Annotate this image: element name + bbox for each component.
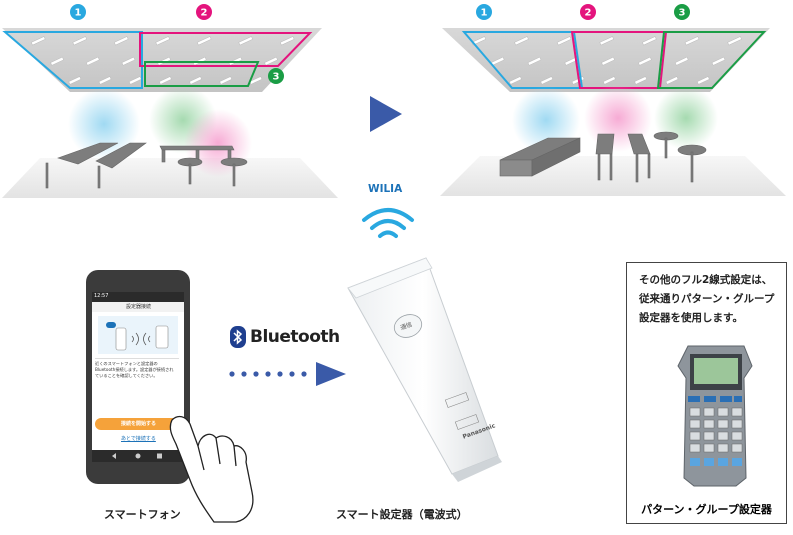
phone-cancel-link[interactable]: あとで接続する [121,436,156,442]
phone-connect-button[interactable] [95,418,179,430]
bluetooth-label: Bluetooth [250,327,340,347]
right-room: 1 2 3 [440,4,786,196]
ceiling-light-panel [696,76,710,85]
ceiling-light-panel [509,76,522,85]
bluetooth-icon [230,326,246,348]
ceiling-light-panel [471,36,487,46]
left-floor [2,158,338,198]
left-ceiling-lights [30,36,295,85]
ceiling-light-panel [638,56,652,66]
zone-marker-1 [476,4,492,20]
zone-marker-3-label: 3 [273,72,280,83]
right-floor [440,156,786,196]
caption-smartphone: スマートフォン [104,508,181,521]
ceiling-light-panel [514,36,529,46]
note-line-3: 設定器を使用します。 [639,312,743,324]
ceiling-light-panel [196,36,212,46]
ceiling-light-panel [68,76,82,85]
device-comm-button[interactable] [391,311,425,341]
ceiling-light-panel [128,76,142,85]
ceiling-light-panel [155,36,171,46]
note-line-2: 従来通りパターン・グループ [639,293,775,305]
zone-marker-2-label: 2 [201,8,208,19]
ceiling-light-panel [527,56,542,66]
left-zone-1-outline [2,31,143,89]
ceiling-light-panel [642,36,657,46]
zone-marker-1-label: 1 [75,8,82,19]
pattern-group-setter-device [677,345,753,487]
ceiling-light-panel [50,56,64,66]
transition-arrow [370,96,402,132]
right-ceiling-lights [471,36,742,85]
dotted-arrow [229,362,346,386]
ceiling-light-panel [634,76,648,85]
ceiling-light-panel [602,76,616,85]
zone-marker-3 [268,68,284,84]
left-blue-light [68,88,140,160]
right-green-light [654,86,718,150]
ceiling-light-panel [556,36,572,46]
left-furniture [45,142,248,189]
zone-marker-2-label: 2 [585,8,592,19]
ceiling-light-panel [113,36,129,46]
bluetooth-logo: Bluetooth [230,326,340,348]
ceiling-light-panel [158,76,172,85]
ceiling-light-panel [540,76,554,85]
ceiling-light-panel [264,56,278,66]
ceiling-light-panel [279,36,295,46]
left-zone-3-outline [144,61,260,87]
ceiling-light-panel [665,76,679,85]
ceiling-light-panel [98,76,112,85]
smartphone [86,270,190,484]
ceiling-light-panel [121,56,136,66]
left-room: 1 2 3 [2,4,338,198]
note-line-1: その他のフル2線式設定は、 [639,274,773,286]
zone-marker-3 [674,4,690,20]
ceiling-light-panel [238,36,254,46]
ceiling-light-panel [711,56,726,66]
ceiling-light-panel [249,76,263,85]
wireless-waves-icon [362,208,414,238]
wilia-label: WILIA [368,183,403,195]
ceiling-light-panel [85,56,100,66]
smart-setter-device [347,257,502,482]
zone-marker-1 [70,4,86,20]
ceiling-light-panel [189,76,202,85]
ceiling-light-panel [219,76,233,85]
ceiling-light-panel [599,36,615,46]
zone-marker-2 [196,4,212,20]
left-pink-light [184,109,252,177]
left-zone-2-outline [139,32,313,67]
caption-smart-setter: スマート設定器（電波式） [336,508,468,521]
right-blue-light [512,86,580,154]
ceiling-light-panel [72,36,88,46]
note-text: その他のフル2線式設定は、 従来通りパターン・グループ 設定器を使用します。 [639,271,774,328]
ceiling-light-panel [674,56,689,66]
ceiling-light-panel [601,56,615,66]
ceiling-light-panel [684,36,700,46]
phone-body-text: 近くのスマートフォンと設定器のBluetooth接続します。設定器が接続されてい… [95,361,174,378]
pattern-setter-note-box: その他のフル2線式設定は、 従来通りパターン・グループ 設定器を使用します。 パ… [626,262,787,524]
zone-marker-2 [580,4,596,20]
zone-marker-3-label: 3 [679,8,686,19]
right-zone-3-outline [656,31,767,89]
ceiling-light-panel [727,36,742,46]
hand-illustration [169,415,254,523]
right-furniture [499,131,707,183]
phone-connect-button-label: 接続を開始する [121,421,157,427]
phone-header: 設定器接続 [126,304,152,310]
phone-time: 12:57 [94,293,109,299]
caption-pattern-setter: パターン・グループ設定器 [641,503,772,516]
ceiling-light-panel [30,36,46,46]
zone-marker-1-label: 1 [481,8,488,19]
